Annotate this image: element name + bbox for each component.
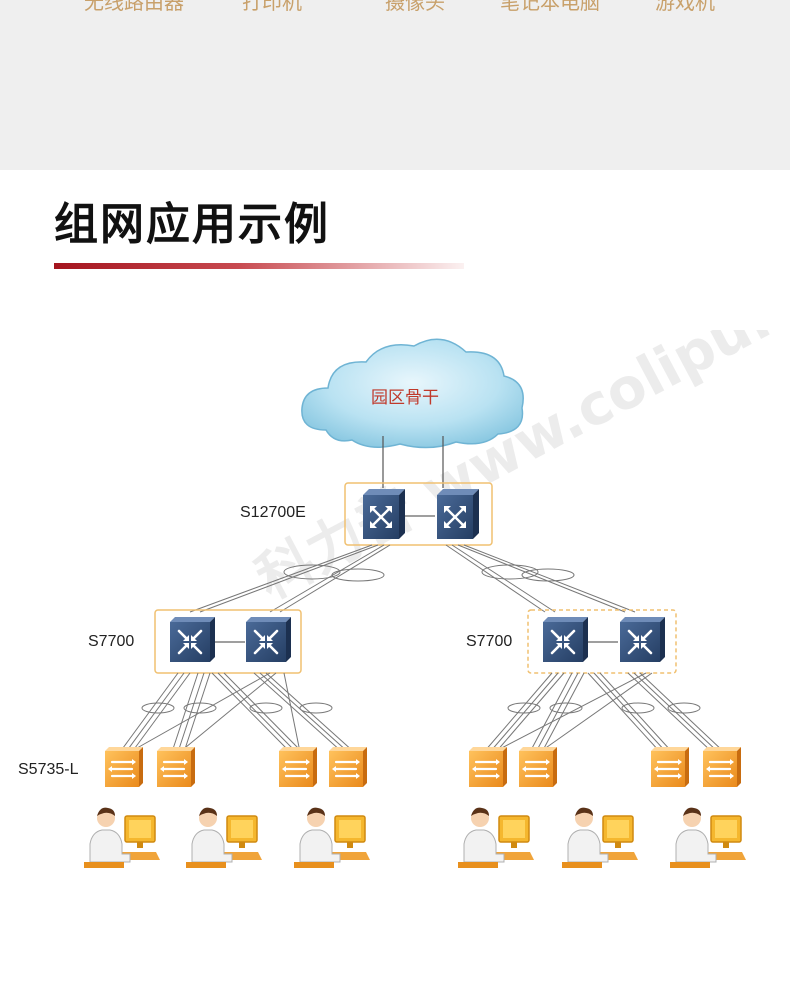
watermark: 科力普 www.colipu.com <box>246 330 790 612</box>
category-game-console[interactable]: 游戏机 <box>655 0 715 14</box>
aggregation-switch-label: S7700 <box>88 633 134 650</box>
core-switch-icon <box>361 487 407 541</box>
network-diagram: 科力普 www.colipu.com 园区骨干 S12700E S7700 <box>18 330 790 869</box>
aggregation-switch-icon <box>618 615 667 664</box>
access-switch-icon <box>277 745 319 789</box>
top-category-band: 无线路由器 打印机 摄像头 笔记本电脑 游戏机 <box>0 0 790 170</box>
category-camera[interactable]: 摄像头 <box>385 0 445 14</box>
core-switch-label: S12700E <box>240 504 306 521</box>
core-switch-group <box>344 482 493 546</box>
access-switch-icon <box>649 745 691 789</box>
user-pc-icon <box>669 806 747 869</box>
section-title: 组网应用示例 <box>54 199 330 250</box>
access-switch-icon <box>155 745 197 789</box>
aggregation-group-right <box>527 609 677 674</box>
cloud-label: 园区骨干 <box>371 388 439 408</box>
category-wireless-router[interactable]: 无线路由器 <box>84 0 184 14</box>
access-switch-label: S5735-L <box>18 761 79 778</box>
aggregation-switch-label-right: S7700 <box>466 633 512 650</box>
category-printer[interactable]: 打印机 <box>242 0 302 14</box>
access-switch-icon <box>327 745 369 789</box>
access-switch-icon <box>701 745 743 789</box>
user-pc-icon <box>185 806 263 869</box>
aggregation-switch-icon <box>541 615 590 664</box>
cloud-icon <box>301 338 524 449</box>
aggregation-switch-icon <box>244 615 293 664</box>
user-pc-icon <box>83 806 161 869</box>
access-switch-icon <box>467 745 509 789</box>
title-underline <box>54 263 464 269</box>
aggregation-group-left <box>154 609 302 674</box>
access-switch-icon <box>103 745 145 789</box>
aggregation-switch-icon <box>168 615 217 664</box>
user-pc-icon <box>561 806 639 869</box>
access-switch-icon <box>517 745 559 789</box>
core-switch-icon <box>435 487 481 541</box>
category-laptop[interactable]: 笔记本电脑 <box>500 0 600 14</box>
user-pc-icon <box>457 806 535 869</box>
user-pc-icon <box>293 806 371 869</box>
